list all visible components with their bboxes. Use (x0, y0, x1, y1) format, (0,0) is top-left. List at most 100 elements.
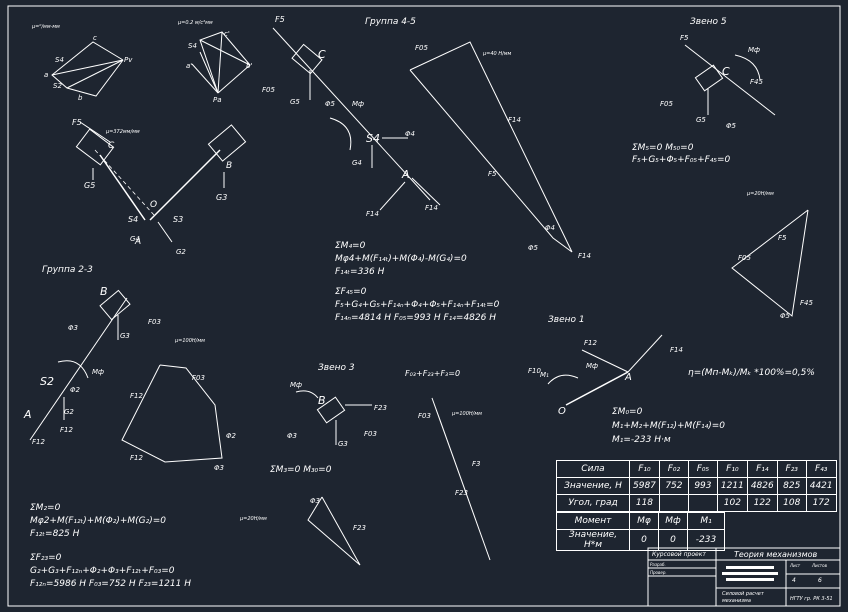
moment-table: Момент Mφ Mф M₁ Значение, Н*м 0 0 -233 (556, 512, 725, 551)
label-m5: Mф (748, 46, 760, 54)
label-f45-poly5: F45 (800, 299, 813, 307)
slider-c (75, 128, 115, 166)
force-table-cell: Сила (556, 460, 630, 478)
moment-arc-l5 (734, 54, 761, 81)
label-g3-mech: G3 (216, 193, 227, 202)
link-1: Звено 1 F12 F14 F10 A O M₁ Mф ΣM₀=0 M₁+M… (528, 315, 815, 445)
link-3: Звено 3 Mф B F23 Φ3 G3 F03 ΣM₃=0 M₃₀=0 μ… (239, 363, 387, 566)
point-a-mech: A (134, 237, 141, 247)
label-phi4-poly: Φ4 (545, 224, 555, 232)
label-phi3-poly3: Φ3 (310, 497, 320, 505)
force-table-cell (658, 494, 689, 512)
slider-c-45 (291, 43, 323, 75)
force-arrow (79, 121, 111, 143)
point-b: b (78, 94, 83, 102)
force-table-cell: 122 (746, 494, 778, 512)
point-a-l1: A (624, 372, 632, 383)
eq45-2: Mφ4+M(F₁₄ₜ)+M(Φ₄)-M(G₄)=0 (335, 254, 467, 264)
sheet-frame (7, 5, 841, 607)
point-b-mech: B (226, 161, 232, 171)
moment-table-header: Момент Mφ Mф M₁ (556, 512, 725, 530)
scale-accel: μ=0.2 м/с²мм (177, 20, 213, 26)
eq5-1: ΣM₅=0 M₅₀=0 (632, 143, 694, 153)
point-s4: S4 (55, 56, 64, 64)
label-f5-mech: F5 (72, 118, 82, 127)
equations-45: ΣM₄=0 Mφ4+M(F₁₄ₜ)+M(Φ₄)-M(G₄)=0 F₁₄ₜ=336… (335, 241, 500, 323)
f14t-arrow (379, 181, 406, 211)
link-bd (149, 149, 221, 221)
label-phi5-poly: Φ5 (528, 244, 539, 252)
label-f14-45: F14 (425, 204, 438, 212)
stamp-mark (726, 566, 774, 569)
eq1-3: M₁=-233 H·м (612, 435, 671, 445)
point-o-mech: O (150, 200, 157, 210)
velocity-plan: μ=⁰/мм·мм Pv S4 S2 a b c (31, 24, 133, 102)
label-mf: Mф (586, 362, 598, 370)
force-table-cell: 4421 (805, 477, 837, 495)
force-polygon-1-shape (431, 397, 491, 561)
label-s3-mech: S3 (173, 215, 183, 224)
accel-polygon (199, 31, 251, 94)
label-phi2-poly23: Φ2 (226, 432, 237, 440)
label-f03-poly23: F03 (192, 374, 205, 382)
slider-l3 (316, 396, 346, 424)
label-f5: F5 (275, 15, 285, 24)
velocity-polygon (51, 41, 124, 97)
scale-force5: μ=20Н/мм (746, 191, 774, 197)
group-45: Группа 4-5 F5 C S4 A G5 F05 Φ5 Mф G4 Φ4 … (262, 15, 441, 218)
accel-line (191, 63, 219, 94)
point-a-accel: a' (186, 62, 192, 70)
label-phi5-poly5: Φ5 (780, 312, 791, 320)
eq45-1: ΣM₄=0 (335, 241, 366, 251)
force-table-cell: 1211 (716, 477, 748, 495)
eq23-1: ΣM₂=0 (30, 503, 61, 513)
label-f10-l1: F10 (528, 367, 541, 375)
label-f12-23: F12 (32, 438, 45, 446)
force-table-cell: 993 (687, 477, 718, 495)
label-g2-mech: G2 (176, 248, 186, 256)
force-table-cell: F₁₀ (716, 460, 748, 478)
label-g3-23: G3 (120, 332, 130, 340)
stamp-frame (647, 547, 841, 607)
force-polygon-45-shape (409, 41, 573, 253)
stamp-code: НГТУ гр. РК 3-51 (790, 596, 833, 602)
label-m3: Mф (290, 381, 302, 389)
label-g5-45: G5 (290, 98, 300, 106)
force-table-header: Сила F₁₀ F₀₂ F₀₅ F₁₀ F₁₄ F₂₃ F₄₃ (556, 460, 837, 478)
eq1-1: ΣM₀=0 (612, 407, 643, 417)
stamp-sub2: механизма (722, 598, 751, 604)
point-s4-accel: S4 (188, 42, 197, 50)
point-c-mech: C (108, 141, 115, 151)
label-f23-l3: F23 (374, 404, 387, 412)
label-f5-poly5: F5 (778, 234, 787, 242)
force-table-cell: 118 (629, 494, 660, 512)
label-phi2-23: Φ2 (70, 386, 81, 394)
title-link3: Звено 3 (318, 363, 355, 373)
stamp-sheets: 6 (818, 577, 822, 584)
stamp-dev: Разраб. (650, 562, 666, 567)
f14-arrow-l1 (627, 334, 663, 373)
stamp-mark (722, 572, 778, 575)
label-f14-poly: F14 (508, 116, 521, 124)
point-c: c (93, 34, 97, 42)
efficiency: η=(Mп-Mₖ)/Mₖ *100%=0,5% (688, 368, 815, 378)
eq3-2: F₀₃+F₂₃+F₃=0 (405, 369, 460, 378)
point-a-45: A (401, 168, 410, 181)
stamp-chk: Провер. (650, 570, 667, 575)
title-block: Курсовой проект Теория механизмов Разраб… (647, 547, 841, 607)
label-phi3-23: Φ3 (68, 324, 78, 332)
label-s4-mech: S4 (128, 215, 138, 224)
force-polygon-23 (121, 364, 223, 463)
label-g4-mech: G4 (130, 235, 140, 243)
eq45-4: ΣF₄₅=0 (335, 287, 367, 297)
force-table-row: Значение, Н 5987 752 993 1211 4826 825 4… (556, 477, 837, 495)
stamp-sub1: Силовой расчет (722, 591, 765, 597)
slider-b (207, 124, 247, 162)
point-b-l3: B (318, 394, 326, 407)
scale-force1: μ=100Н/мм (451, 411, 482, 417)
label-f12t-poly23: F12 (130, 454, 143, 462)
label-f12t-23: F12 (60, 426, 73, 434)
moment-arc-23 (57, 360, 89, 379)
moment-table-cell: -233 (687, 529, 725, 551)
